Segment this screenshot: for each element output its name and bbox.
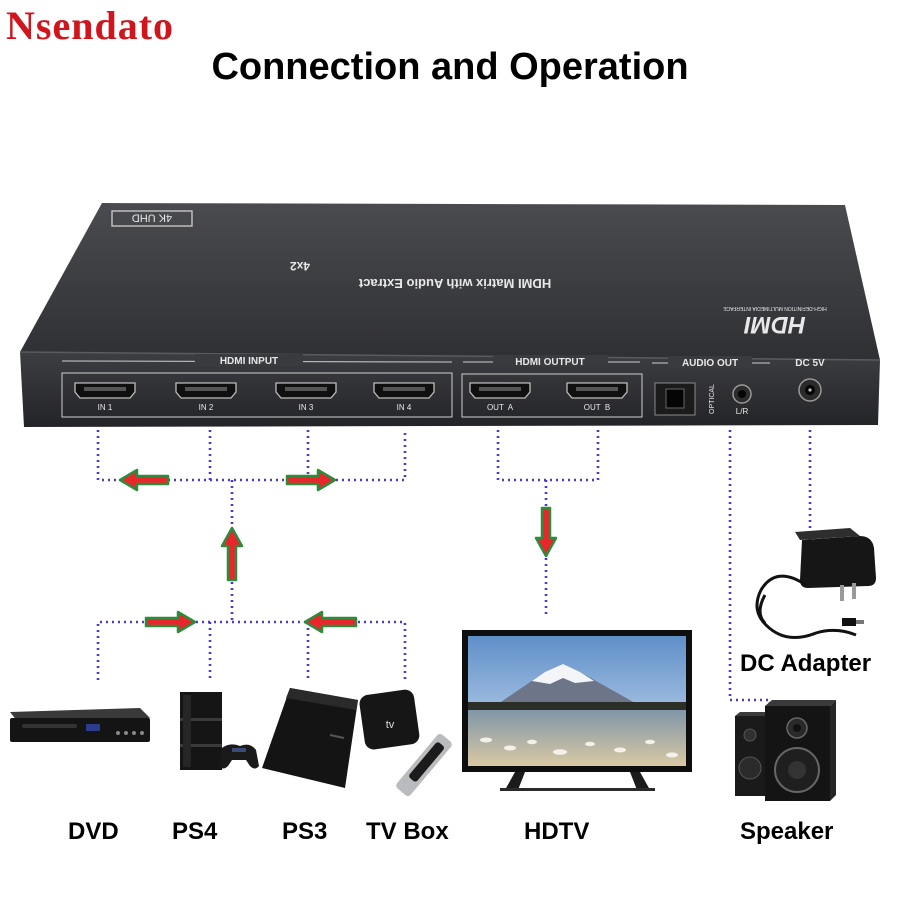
device-top-face [20,203,880,360]
port-optical[interactable]: OPTICAL [654,382,716,416]
port-in-1[interactable]: IN 1 [74,382,136,412]
port-in-1-label: IN 1 [98,403,113,412]
port-optical-label: OPTICAL [709,384,716,414]
arrow-left-top [118,468,170,492]
section-dc-5v: DC 5V [795,358,825,369]
ps3-console-image [262,688,358,788]
dvd-player-image [10,708,150,742]
device-name-line1: HDMI Matrix with Audio Extract [358,276,551,291]
arrow-up-center [220,526,244,582]
port-in-4[interactable]: IN 4 [373,382,435,412]
tv-box-image: tv [359,689,452,796]
arrow-right-top [285,468,337,492]
badge-4k-uhd-text: 4K UHD [132,212,172,224]
port-out-b[interactable]: OUT B [566,382,628,412]
badge-4k-uhd: 4K UHD [111,210,193,227]
port-out-a-label: OUT A [487,403,514,412]
hdmi-logo: HDMI HIGH-DEFINITION MULTIMEDIA INTERFAC… [723,305,827,338]
dc-adapter-image [755,528,876,639]
brand-logo: Nsendato [6,3,175,48]
port-audio-lr-label: L/R [736,407,749,416]
signal-arrows [118,468,558,634]
hdmi-logo-subtext: HIGH-DEFINITION MULTIMEDIA INTERFACE [723,305,827,311]
arrow-right-bottom [144,610,197,634]
device-name-line2: 4x2 [290,259,310,273]
arrow-left-bottom [303,610,358,634]
port-in-2-label: IN 2 [199,403,214,412]
label-tv-box: TV Box [366,818,449,845]
label-ps3: PS3 [282,818,328,845]
hdtv-image [462,630,692,791]
label-dvd: DVD [68,818,119,845]
label-speaker: Speaker [740,818,834,845]
label-ps4: PS4 [172,818,218,845]
hdmi-logo-text: HDMI [743,311,806,338]
tv-box-logo: tv [386,719,395,731]
port-in-3-label: IN 3 [299,403,314,412]
line-source-bus [96,620,407,680]
page-title: Connection and Operation [211,46,689,88]
hdmi-matrix-device: 4K UHD HDMI Matrix with Audio Extract 4x… [19,203,881,427]
line-output-bus [496,430,600,617]
label-dc-adapter: DC Adapter [740,650,872,677]
port-audio-lr[interactable]: L/R [732,384,752,416]
connection-lines [96,430,812,710]
port-in-3[interactable]: IN 3 [275,382,337,412]
label-hdtv: HDTV [524,818,590,845]
arrow-down-output [534,506,558,558]
ps4-console-image [180,692,259,770]
section-audio-out: AUDIO OUT [682,358,738,369]
port-out-b-label: OUT B [584,403,611,412]
port-in-4-label: IN 4 [397,403,412,412]
section-hdmi-output: HDMI OUTPUT [515,357,584,368]
line-audio [728,430,772,710]
line-input-bus [96,430,407,482]
port-in-2[interactable]: IN 2 [175,382,237,412]
port-out-a[interactable]: OUT A [469,382,531,412]
section-hdmi-input: HDMI INPUT [220,356,278,367]
speaker-image [735,700,836,801]
port-dc-5v[interactable] [798,378,822,402]
